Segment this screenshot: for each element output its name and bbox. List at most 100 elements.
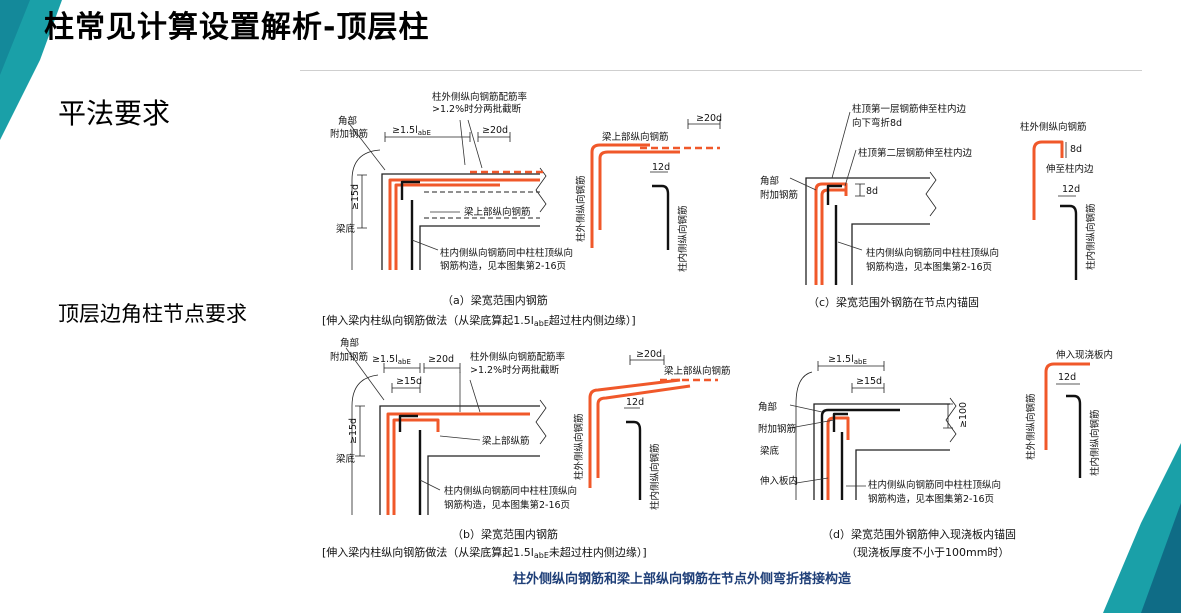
panel-c-caption-1: （c）梁宽范围外钢筋在节点内锚固 [808,295,979,309]
panel-a-caption-2: [伸入梁内柱纵向钢筋做法（从梁底算起1.5labE超过柱内侧边缘）] [322,313,636,328]
panel-a-label-corner: 角部 [338,115,357,127]
panel-a-dim-lines [357,132,511,229]
panel-c-second-layer-bar [820,188,846,285]
panel-d-detail-into-slab: 伸入现浇板内 [1056,349,1113,361]
panel-c-corner-added-bar [826,184,842,205]
panel-b-note-inner-1: 柱内侧纵向钢筋同中柱柱顶纵向 [444,485,577,497]
panel-d-note-inner-1: 柱内侧纵向钢筋同中柱柱顶纵向 [868,479,1001,491]
panel-a-beam-dashed [424,191,540,219]
panel-d-detail-12d: 12d [1058,372,1076,383]
panel-a-column-hook [351,149,381,270]
panel-c-detail-outer [1032,140,1064,220]
panel-d-column-outline [813,403,950,500]
panel-b-break-mark [535,399,547,445]
panel-b-detail-beam-top: 梁上部纵向钢筋 [664,365,731,377]
panel-b-detail-outer [588,378,681,488]
panel-c-note-first-2: 向下弯折8d [852,117,902,129]
panel-a-detail-beam-top: 梁上部纵向钢筋 [602,131,669,143]
panel-b-label-corner: 角部 [340,337,359,349]
panel-a-note-inner-2: 钢筋构造，见本图集第2-16页 [440,260,566,272]
panel-b-note-top-bar: 梁上部纵筋 [482,435,530,447]
panel-a-detail-bar-2 [598,150,680,230]
panel-c-column-outline [805,177,930,285]
panel-c-note-inner-2: 钢筋构造，见本图集第2-16页 [866,261,992,273]
panel-a-detail-outer-label: 柱外侧纵向钢筋 [575,175,587,242]
panel-d-column-hook [795,371,813,500]
panel-b-caption-2: [伸入梁内柱纵向钢筋做法（从梁底算起1.5labE未超过柱内侧边缘）] [322,545,647,560]
heading-pingfa-requirements: 平法要求 [58,97,171,130]
panel-b: 角部 附加钢筋 梁底 ≥1.5labE ≥20d ≥15d ≥15d 柱外侧纵向… [322,337,731,560]
panel-c-note-inner-1: 柱内侧纵向钢筋同中柱柱顶纵向 [866,247,999,259]
panel-d-corner-added-bar [832,412,848,432]
panel-d-dim-15d: ≥15d [856,376,882,387]
panel-d: 角部 附加钢筋 梁底 伸入板内 ≥1.5labE ≥15d ≥100 柱内侧纵向… [758,349,1113,559]
panel-c-note-second: 柱顶第二层钢筋伸至柱内边 [858,147,973,159]
panel-a-column-outline [381,173,540,270]
panel-c-label-added: 附加钢筋 [760,189,798,201]
panel-c-dim-8d: 8d [866,186,878,197]
panel-a-detail-inner [652,184,670,250]
panel-b-dim-20d: ≥20d [428,354,454,365]
panel-d-label-into-slab: 伸入板内 [760,475,798,487]
panel-b-outer-rebar-2 [392,418,440,515]
panel-d-dim-15lab: ≥1.5labE [828,354,867,366]
panel-a-caption-1: （a）梁宽范围内钢筋 [442,293,548,307]
panel-a-label-added: 附加钢筋 [330,128,368,140]
panel-b-label-beam-bottom: 梁底 [336,453,356,465]
panel-b-dim-15d-v: ≥15d [348,418,359,444]
panel-b-caption-1: （b）梁宽范围内钢筋 [452,527,558,541]
panel-d-detail-inner-label: 柱内侧纵向钢筋 [1089,409,1101,476]
panel-b-leader-lines [345,347,481,491]
panel-b-corner-added-bar [398,414,418,432]
panel-d-detail-inner [1066,394,1082,478]
panel-a-dim-20d: ≥20d [482,125,508,136]
panel-b-note-inner-2: 钢筋构造，见本图集第2-16页 [444,499,570,511]
panel-a-dim-15lab: ≥1.5labE [392,125,431,137]
panel-b-detail-outer-label: 柱外侧纵向钢筋 [573,413,585,480]
panel-b-detail-dims [624,355,665,409]
panel-b-detail-bar-2 [596,384,691,478]
panel-d-label-added: 附加钢筋 [758,423,796,435]
panel-a-leader-lines [347,119,483,251]
panel-b-note-ratio-2: >1.2%时分两批截断 [470,364,560,376]
panel-d-caption-1: （d）梁宽范围外钢筋伸入现浇板内锚固 [822,527,1016,541]
corner-decoration-top-left [0,0,62,140]
panel-a-detail-20d: ≥20d [696,113,722,124]
panel-c-label-corner: 角部 [760,175,779,187]
panel-d-dim-lines [817,361,953,429]
panel-b-detail-12d: 12d [626,397,644,408]
panel-b-dim-15d-h: ≥15d [396,376,422,387]
panel-d-detail-outer [1044,362,1090,450]
figure-caption: 柱外侧纵向钢筋和梁上部纵向钢筋在节点外侧弯折搭接构造 [513,572,852,587]
panel-b-dim-15lab: ≥1.5labE [372,354,411,366]
panel-a-detail-inner-label: 柱内侧纵向钢筋 [677,205,689,272]
panel-c-detail-inner-label: 柱内侧纵向钢筋 [1085,203,1097,270]
panel-c-break-mark [925,171,937,217]
panel-c: 柱顶第一层钢筋伸至柱内边 向下弯折8d 柱顶第二层钢筋伸至柱内边 角部 附加钢筋… [760,103,1097,309]
heading-top-corner-column-joint: 顶层边角柱节点要求 [58,302,247,326]
title-divider [300,70,1142,71]
panel-c-note-first-1: 柱顶第一层钢筋伸至柱内边 [852,103,967,115]
panel-a-outer-rebar [388,178,540,270]
panel-d-break-mark [945,397,957,443]
panel-a-outer-rebar-2 [394,183,500,270]
panel-d-label-beam-bottom: 梁底 [760,445,780,457]
panel-d-label-corner: 角部 [758,401,777,413]
panel-a: 角部 附加钢筋 梁底 ≥1.5labE ≥20d ≥15d 柱外侧纵向钢筋配筋率… [322,91,722,328]
panel-b-column-hook [351,374,379,515]
panel-d-note-inner-2: 钢筋构造，见本图集第2-16页 [868,493,994,505]
panel-d-dim-100: ≥100 [958,402,969,428]
panel-a-note-ratio-1: 柱外侧纵向钢筋配筋率 [432,91,528,103]
panel-c-leader-lines [789,111,863,251]
panel-a-note-inner-1: 柱内侧纵向钢筋同中柱柱顶纵向 [440,247,573,259]
panel-c-detail-inner [1060,204,1078,280]
panel-b-dim-lines [355,363,461,457]
panel-a-label-beam-bottom: 梁底 [336,223,356,235]
panel-d-outer-rebar [820,408,900,500]
panel-c-detail-outer-label: 柱外侧纵向钢筋 [1020,121,1087,133]
panel-a-detail-dims [650,119,721,173]
panel-a-break-mark [535,167,547,213]
panel-b-detail-inner [626,420,642,500]
panel-d-detail-outer-label: 柱外侧纵向钢筋 [1025,393,1037,460]
